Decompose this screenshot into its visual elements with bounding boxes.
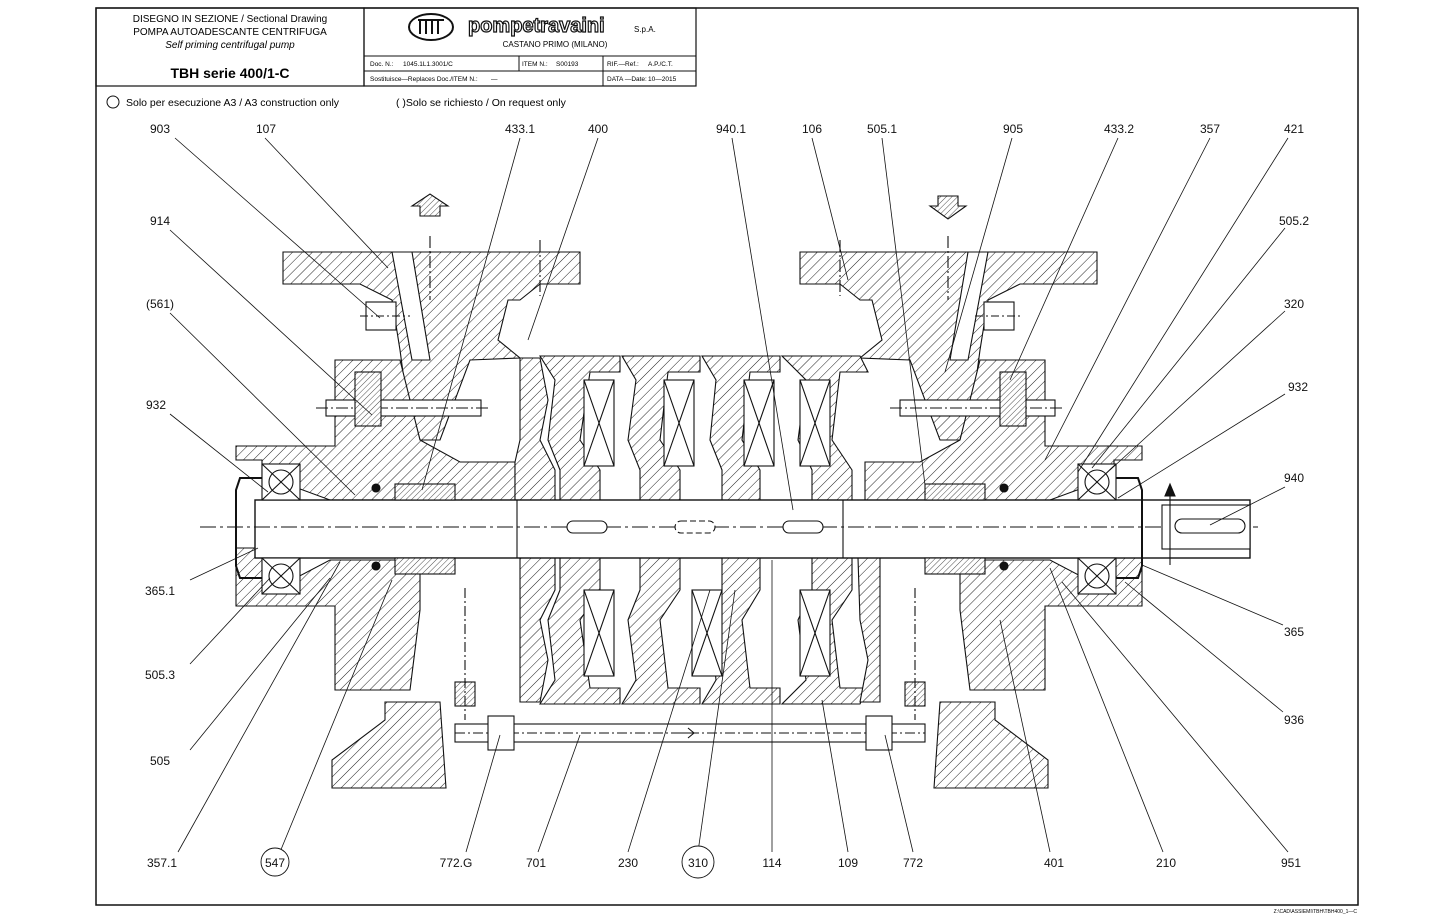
callout-320: 320 bbox=[1284, 297, 1304, 311]
callout-932-left: 932 bbox=[146, 398, 166, 412]
callout-365-1: 365.1 bbox=[145, 584, 175, 598]
legend: Solo per esecuzione A3 / A3 construction… bbox=[106, 95, 567, 109]
callout-505: 505 bbox=[150, 754, 170, 768]
right-end-casing bbox=[864, 359, 1143, 501]
callout-940-1: 940.1 bbox=[716, 122, 746, 136]
drive-key bbox=[1174, 518, 1246, 534]
callout-433-2: 433.2 bbox=[1104, 122, 1134, 136]
callout-772-g: 772.G bbox=[440, 856, 473, 870]
callout-772: 772 bbox=[903, 856, 923, 870]
callout-505-2: 505.2 bbox=[1279, 214, 1309, 228]
model-title: TBH serie 400/1-C bbox=[170, 65, 289, 81]
left-nozzle-casing bbox=[282, 251, 581, 441]
callout-401: 401 bbox=[1044, 856, 1064, 870]
title-line-2: POMPA AUTOADESCANTE CENTRIFUGA bbox=[133, 27, 327, 38]
callout-547: 547 bbox=[265, 856, 285, 870]
callout-210: 210 bbox=[1156, 856, 1176, 870]
legend-a3-only: Solo per esecuzione A3 / A3 construction… bbox=[126, 97, 340, 109]
callout-940: 940 bbox=[1284, 471, 1304, 485]
left-end-casing bbox=[235, 359, 516, 501]
callout-936: 936 bbox=[1284, 713, 1304, 727]
callout-230: 230 bbox=[618, 856, 638, 870]
right-seal bbox=[924, 483, 986, 501]
callout-433-1: 433.1 bbox=[505, 122, 535, 136]
replaces-value: — bbox=[491, 76, 498, 83]
callout-106: 106 bbox=[802, 122, 822, 136]
title-line-1: DISEGNO IN SEZIONE / Sectional Drawing bbox=[133, 14, 328, 25]
replaces-label: Sostituisce—Replaces Doc./ITEM N.: bbox=[370, 76, 478, 83]
callout-505-3: 505.3 bbox=[145, 668, 175, 682]
callout-932-right: 932 bbox=[1288, 380, 1308, 394]
callout-310: 310 bbox=[688, 856, 708, 870]
title-line-3: Self priming centrifugal pump bbox=[165, 40, 295, 51]
pump-shaft bbox=[254, 499, 1251, 559]
legend-on-request: ( )Solo se richiesto / On request only bbox=[396, 97, 567, 109]
leader-lines bbox=[169, 137, 1289, 853]
callout-357: 357 bbox=[1200, 122, 1220, 136]
right-bearing-cover bbox=[1116, 477, 1143, 579]
right-nozzle-casing bbox=[799, 251, 1098, 441]
brand-suffix: S.p.A. bbox=[634, 25, 656, 34]
doc-label: Doc. N.: bbox=[370, 61, 394, 68]
callout-505-1: 505.1 bbox=[867, 122, 897, 136]
callout-951: 951 bbox=[1281, 856, 1301, 870]
keyway-1 bbox=[566, 520, 608, 534]
drawing-frame bbox=[95, 7, 1359, 906]
callout-905: 905 bbox=[1003, 122, 1023, 136]
impellers bbox=[583, 379, 831, 677]
date-value: 10—2015 bbox=[648, 76, 677, 83]
pump-section bbox=[200, 193, 1258, 789]
rotation-arrow-icon bbox=[1164, 482, 1176, 565]
pompetravaini-logo: pompetravaini S.p.A. CASTANO PRIMO (MILA… bbox=[408, 13, 656, 49]
item-value: S00193 bbox=[556, 61, 579, 68]
keyway-2 bbox=[674, 520, 716, 534]
callout-903: 903 bbox=[150, 122, 170, 136]
callout-labels: 903 107 433.1 400 940.1 106 505.1 905 43… bbox=[145, 122, 1309, 870]
brand-name: pompetravaini bbox=[468, 15, 605, 37]
left-seal bbox=[394, 483, 456, 501]
callout-109: 109 bbox=[838, 856, 858, 870]
callout-561: (561) bbox=[146, 297, 174, 311]
ref-label: RIF.—Ref.: bbox=[607, 61, 639, 68]
brand-location: CASTANO PRIMO (MILANO) bbox=[503, 40, 608, 49]
suction-arrow-up-icon bbox=[410, 193, 450, 217]
callout-circle-310 bbox=[681, 845, 715, 879]
ref-value: A.P./C.T. bbox=[648, 61, 673, 68]
footer-file-path: Z:\CAD\ASSIEMI\TBH\TBH400_1—C bbox=[1274, 909, 1358, 915]
callout-914: 914 bbox=[150, 214, 170, 228]
callout-107: 107 bbox=[256, 122, 276, 136]
doc-value: 1045.1L1.3001/C bbox=[403, 61, 453, 68]
right-bearing bbox=[1077, 463, 1117, 595]
date-label: DATA —Date: bbox=[607, 76, 647, 83]
right-foot bbox=[933, 701, 1049, 789]
title-block: DISEGNO IN SEZIONE / Sectional Drawing P… bbox=[95, 7, 697, 87]
left-foot bbox=[331, 701, 447, 789]
callout-114: 114 bbox=[762, 856, 781, 870]
keyway-3 bbox=[782, 520, 824, 534]
callout-357-1: 357.1 bbox=[147, 856, 177, 870]
callout-421: 421 bbox=[1284, 122, 1304, 136]
callout-400: 400 bbox=[588, 122, 608, 136]
a3-circle-icon bbox=[106, 95, 120, 109]
drain-pipe bbox=[454, 715, 926, 751]
left-bearing bbox=[261, 463, 301, 595]
item-label: ITEM N.: bbox=[522, 61, 548, 68]
discharge-arrow-down-icon bbox=[928, 195, 968, 220]
left-bearing-cover bbox=[235, 477, 262, 579]
callout-701: 701 bbox=[526, 856, 546, 870]
callout-365: 365 bbox=[1284, 625, 1304, 639]
callout-circle-547 bbox=[260, 847, 290, 877]
